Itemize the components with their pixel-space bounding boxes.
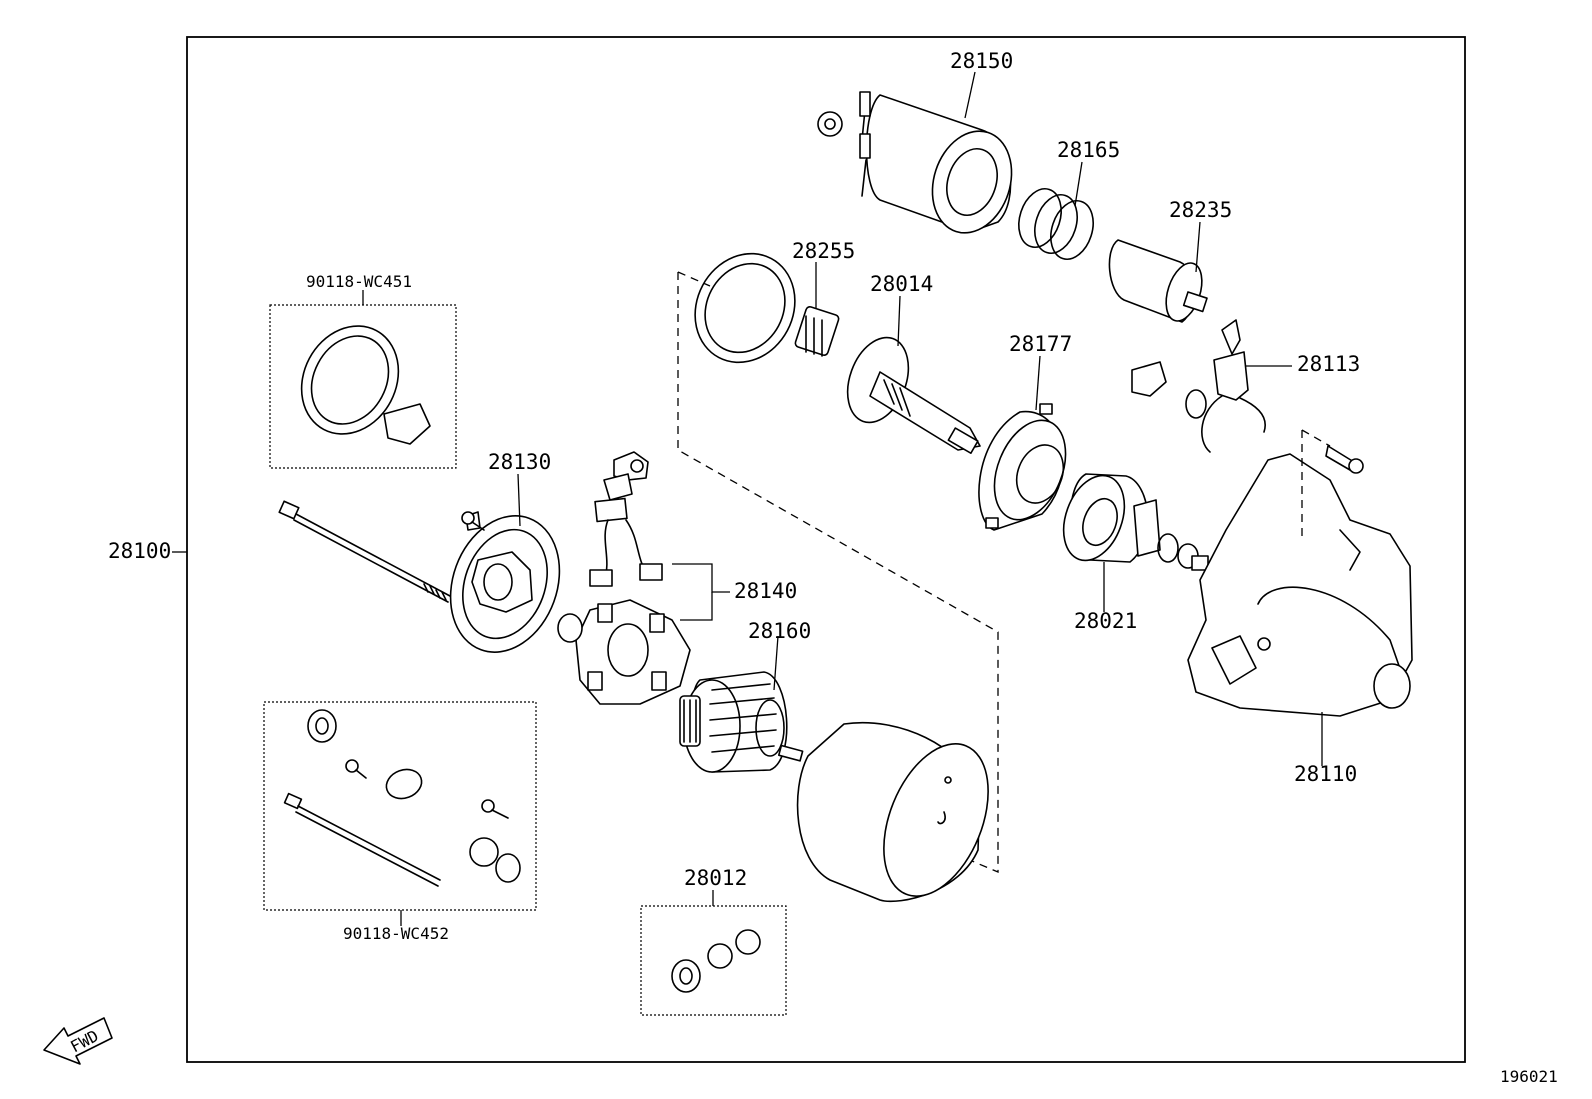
label-28100: 28100	[108, 539, 171, 563]
label-28021: 28021	[1074, 609, 1137, 633]
clutch[interactable]	[1053, 467, 1209, 571]
label-28160: 28160	[748, 619, 811, 643]
label-28110: 28110	[1294, 762, 1357, 786]
diagram-frame	[186, 36, 1466, 1063]
label-28177: 28177	[1009, 332, 1072, 356]
fwd-arrow-icon	[43, 1017, 113, 1065]
figure-number: 196021	[1500, 1067, 1558, 1086]
label-28150: 28150	[950, 49, 1013, 73]
through-bolt[interactable]	[278, 500, 451, 603]
solenoid[interactable]	[817, 91, 1024, 243]
armature[interactable]	[679, 671, 804, 773]
screw[interactable]	[461, 511, 485, 531]
label-28014: 28014	[870, 272, 933, 296]
end-frame[interactable]	[432, 500, 578, 667]
kit-box-bottom[interactable]	[263, 701, 537, 911]
kit-bottom-parts	[283, 709, 521, 887]
plunger[interactable]	[1108, 239, 1208, 325]
housing[interactable]	[1187, 429, 1413, 717]
kit-box-top[interactable]	[269, 304, 457, 469]
lever[interactable]	[1131, 319, 1266, 453]
spring[interactable]	[1012, 183, 1101, 264]
brush-holder[interactable]	[557, 451, 691, 705]
label-90118-wc452: 90118-WC452	[343, 924, 449, 943]
label-28140: 28140	[734, 579, 797, 603]
label-28255: 28255	[792, 239, 855, 263]
bushing-parts	[671, 929, 761, 993]
label-28012: 28012	[684, 866, 747, 890]
label-28235: 28235	[1169, 198, 1232, 222]
label-28113: 28113	[1297, 352, 1360, 376]
pinion-shaft[interactable]	[837, 329, 981, 454]
label-28165: 28165	[1057, 138, 1120, 162]
label-28130: 28130	[488, 450, 551, 474]
assembly-dashed-outline	[677, 272, 999, 873]
yoke[interactable]	[796, 722, 1009, 912]
label-90118-wc451: 90118-WC451	[306, 272, 412, 291]
bearing-cover[interactable]	[978, 403, 1079, 531]
kit-top-parts	[300, 325, 431, 445]
idler-ring[interactable]	[676, 236, 840, 380]
